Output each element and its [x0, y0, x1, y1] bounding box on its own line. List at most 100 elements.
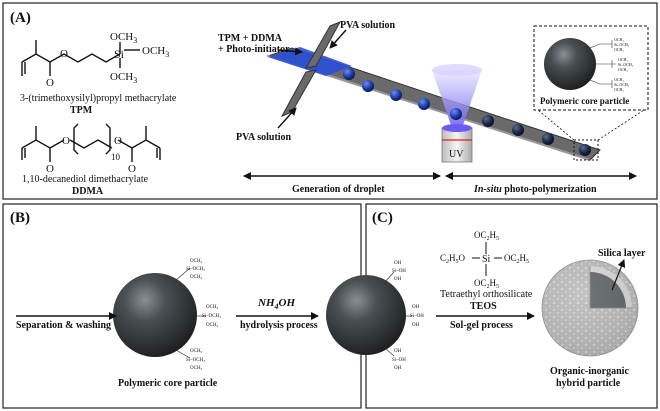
tpm-och3-top: OCH3: [110, 31, 137, 45]
hybrid-caption-2: hybrid particle: [556, 378, 621, 389]
tpm-si: Si: [114, 47, 125, 61]
svg-text:Si–OCH₃: Si–OCH₃: [186, 358, 205, 363]
svg-text:OCH₃: OCH₃: [190, 366, 203, 371]
svg-text:OH: OH: [394, 366, 402, 371]
panel-a-frame: [2, 2, 658, 200]
svg-text:OCH₃: OCH₃: [206, 305, 219, 310]
tpm-o-carbonyl: O: [46, 77, 54, 89]
svg-text:OCH₃: OCH₃: [190, 259, 203, 264]
methoxy-groups: [175, 267, 206, 359]
svg-text:OCH₃: OCH₃: [618, 57, 628, 62]
svg-text:OH: OH: [394, 349, 402, 354]
droplets: [343, 68, 591, 156]
svg-text:OC2H5: OC2H5: [474, 230, 499, 242]
svg-text:Si–OH: Si–OH: [392, 269, 406, 274]
droplet: [450, 108, 462, 120]
svg-text:Si–OH: Si–OH: [410, 314, 424, 319]
panel-a-label: (A): [10, 10, 31, 26]
solgel-label: Sol-gel process: [450, 320, 513, 331]
pva-top-arrow: [329, 29, 347, 49]
tpm-abbr: TPM: [70, 105, 93, 116]
svg-text:OCH₃: OCH₃: [206, 323, 219, 328]
nh4oh-label: NH4OH: [257, 297, 295, 311]
cured-particle: [579, 144, 591, 156]
ddma-o-ester-right: O: [114, 135, 122, 147]
silica-arrow: [611, 259, 626, 291]
droplet: [390, 89, 402, 101]
inlet-line1: TPM + DDMA: [218, 33, 283, 44]
svg-text:Si–OCH₃: Si–OCH₃: [202, 314, 221, 319]
svg-text:OCH₃: OCH₃: [190, 275, 203, 280]
tpm-o-ester: O: [60, 48, 68, 60]
svg-text:OH: OH: [394, 277, 402, 282]
hybrid-caption-1: Organic-inorganic: [550, 366, 629, 377]
silanol-text: OH Si–OH OH OH Si–OH OH OH Si–OH OH: [392, 261, 424, 371]
svg-text:OCH₃: OCH₃: [614, 47, 624, 52]
insitu-label: In-situ photo-polymerization: [473, 184, 597, 195]
svg-text:Si–OCH₃: Si–OCH₃: [614, 42, 630, 47]
ddma-repeat: 10: [111, 152, 121, 162]
svg-text:OCH₃: OCH₃: [614, 77, 624, 82]
ddma-structure: [21, 123, 161, 162]
svg-text:C2H5O: C2H5O: [440, 253, 466, 265]
ddma-abbr: DDMA: [72, 186, 104, 197]
ddma-o-left: O: [46, 163, 54, 175]
droplet: [362, 80, 374, 92]
svg-text:OH: OH: [394, 261, 402, 266]
uv-cone: [432, 70, 482, 128]
teos-structure: Si OC2H5 C2H5O OC2H5 OC2H5: [440, 230, 529, 290]
svg-text:OC2H5: OC2H5: [474, 278, 499, 290]
svg-text:OCH3: OCH3: [110, 31, 137, 45]
uv-label: UV: [449, 149, 464, 160]
panel-c-label: (C): [372, 210, 393, 226]
core-particle-silanol: [326, 275, 406, 355]
svg-text:Si–OH: Si–OH: [392, 358, 406, 363]
teos-abbr: TEOS: [470, 301, 497, 312]
droplet: [343, 68, 355, 80]
silica-label: Silica layer: [598, 248, 646, 259]
cured-particle: [512, 124, 524, 136]
ddma-name: 1,10-decanediol dimethacrylate: [22, 174, 149, 185]
svg-text:Si–OCH₃: Si–OCH₃: [614, 82, 630, 87]
silanol-groups: [384, 271, 412, 357]
teos-si: Si: [482, 254, 491, 265]
svg-text:Si–OCH₃: Si–OCH₃: [618, 62, 634, 67]
inset-caption: Polymeric core particle: [540, 96, 629, 106]
cured-particle: [482, 115, 494, 127]
droplet: [418, 98, 430, 110]
inset-core-particle: [544, 38, 596, 90]
teos-name: Tetraethyl orthosilicate: [440, 289, 533, 300]
tpm-och3-bottom: OCH3: [110, 71, 137, 85]
core-caption-b: Polymeric core particle: [118, 378, 218, 389]
pva-bottom-label: PVA solution: [236, 132, 292, 143]
zoom-target-box: [573, 139, 599, 161]
tpm-name: 3-(trimethoxysilyl)propyl methacrylate: [20, 93, 177, 104]
svg-text:OCH3: OCH3: [142, 45, 169, 59]
svg-text:OH: OH: [412, 323, 420, 328]
svg-text:OH: OH: [412, 305, 420, 310]
hydrolysis-label: hydrolysis process: [240, 320, 318, 331]
core-particle-methoxy: [113, 273, 197, 357]
ddma-o-right: O: [128, 163, 136, 175]
inlet-line2: + Photo-initiator: [218, 44, 290, 55]
generation-label: Generation of droplet: [292, 184, 385, 195]
cross-channel-top: [305, 21, 342, 69]
svg-text:Si–OCH₃: Si–OCH₃: [186, 267, 205, 272]
cured-particle: [542, 133, 554, 145]
inlet-arrow: [277, 47, 303, 56]
svg-text:OCH₃: OCH₃: [614, 37, 624, 42]
svg-text:OCH₃: OCH₃: [614, 87, 624, 92]
cross-channel-bottom: [280, 69, 317, 117]
hybrid-particle: [541, 259, 639, 357]
panel-b-label: (B): [10, 210, 30, 226]
tpm-och3-right: OCH3: [142, 45, 169, 59]
inset-silane-groups: [589, 40, 616, 88]
pva-top-label: PVA solution: [340, 20, 396, 31]
ddma-o-ester-left: O: [62, 135, 70, 147]
svg-text:OC2H5: OC2H5: [504, 253, 529, 265]
svg-text:OCH₃: OCH₃: [618, 67, 628, 72]
washing-label: Separation & washing: [16, 320, 111, 331]
methoxy-text: OCH₃ Si–OCH₃ OCH₃ OCH₃ Si–OCH₃ OCH₃ OCH₃ Si–O…: [186, 259, 221, 371]
pva-bottom-arrow: [277, 107, 297, 129]
